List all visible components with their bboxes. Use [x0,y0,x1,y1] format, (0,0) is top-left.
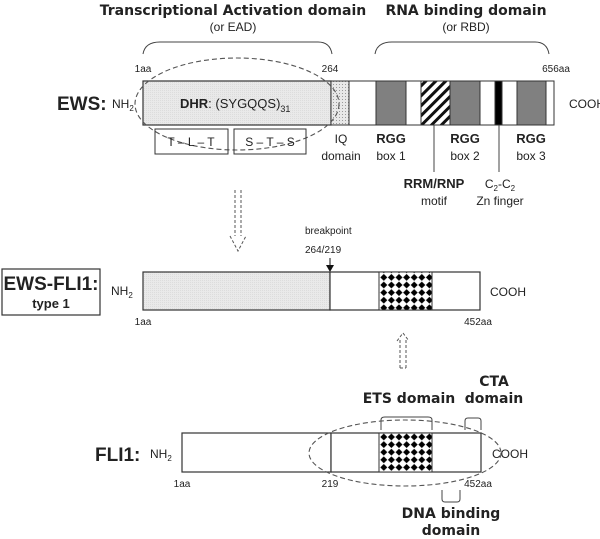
fli1-n-terminal-region [181,432,332,473]
rrm-label: RRM/RNP [404,176,465,191]
c-terminal-region [545,80,555,126]
fusion-end-label: 452aa [464,317,492,328]
dhr-label: DHR: (SYGQQS)31 [180,96,290,114]
rgg-box-3-label: RGG [516,131,546,146]
breakpoint-arrow-icon [326,265,334,272]
breakpoint-value: 264/219 [305,245,342,256]
fusion-start-label: 1aa [135,317,152,328]
ets-domain-label: ETS domain [363,391,456,407]
dhr-region [142,80,332,126]
ews-protein-bar [142,80,555,126]
fusion-name: EWS-FLI1: [4,274,99,295]
iq-domain-region [330,80,350,126]
zn-finger-region [494,80,503,126]
fli1-cterm: COOH [492,447,528,461]
rgg-box-1-region [375,80,407,126]
dna-binding-label-line1: DNA binding [402,506,501,522]
tad-header: Transcriptional Activation domain [100,3,366,19]
zn-finger-sublabel: Zn finger [476,194,523,208]
fli1-start-label: 1aa [174,479,191,490]
sts-motif-box [233,128,307,155]
cta-label-line2: domain [465,391,523,407]
rgg-box-3-region [516,80,547,126]
rgg-box-2-label: RGG [450,131,480,146]
dna-binding-bracket [441,490,461,503]
cta-label-line1: CTA [479,374,509,390]
cta-bracket [464,417,482,430]
rrm-sublabel: motif [421,194,448,208]
rgg-box-3-sublabel: box 3 [516,149,546,163]
linker-region [479,80,496,126]
tad-dashed-ellipse [134,57,340,151]
fusion-type: type 1 [32,296,70,311]
fusion-ews-part [142,271,331,311]
tlt-motif-label: T – L – T [167,135,215,149]
fli1-dashed-ellipse [308,419,502,487]
down-dashed-arrow [229,190,247,253]
iq-label-line2: domain [321,149,360,163]
rgg-box-1-sublabel: box 1 [376,149,406,163]
fli1-protein-bar [181,432,482,473]
tad-bracket [142,41,333,55]
zn-finger-label: C2-C2 [485,177,516,193]
tlt-motif-box [154,128,229,155]
linker-region [501,80,518,126]
ews-tad-end-label: 264 [322,64,339,75]
fusion-cterm: COOH [490,285,526,299]
fli1-ets-region [378,432,433,473]
rgg-box-2-sublabel: box 2 [450,149,480,163]
iq-label-line1: IQ [335,132,348,146]
tad-subheader: (or EAD) [210,20,257,34]
fli1-name: FLI1: [95,445,140,466]
sts-motif-label: S – T – S [245,135,295,149]
up-dashed-arrow [396,332,410,369]
ews-end-label: 656aa [542,64,570,75]
dna-binding-label-line2: domain [422,523,480,539]
rbd-subheader: (or RBD) [442,20,489,34]
rrm-rnp-region [420,80,451,126]
fusion-ets-region [378,271,433,311]
fusion-protein-bar [142,271,481,311]
fusion-nterm: NH2 [111,284,133,300]
rgg-box-1-label: RGG [376,131,406,146]
ews-nterm: NH2 [112,97,134,113]
ets-bracket [380,416,433,430]
ews-name: EWS: [57,94,107,115]
rbd-bracket [374,41,550,55]
fli1-end-label: 452aa [464,479,492,490]
linker-region [348,80,377,126]
fli1-nterm: NH2 [150,447,172,463]
rbd-header: RNA binding domain [385,3,546,19]
ews-cterm: COOH [569,97,600,111]
ews-start-label: 1aa [135,64,152,75]
breakpoint-label: breakpoint [305,226,352,237]
linker-region [405,80,422,126]
fusion-name-box [1,268,101,316]
rgg-box-2-region [449,80,481,126]
fli1-break-label: 219 [322,479,339,490]
